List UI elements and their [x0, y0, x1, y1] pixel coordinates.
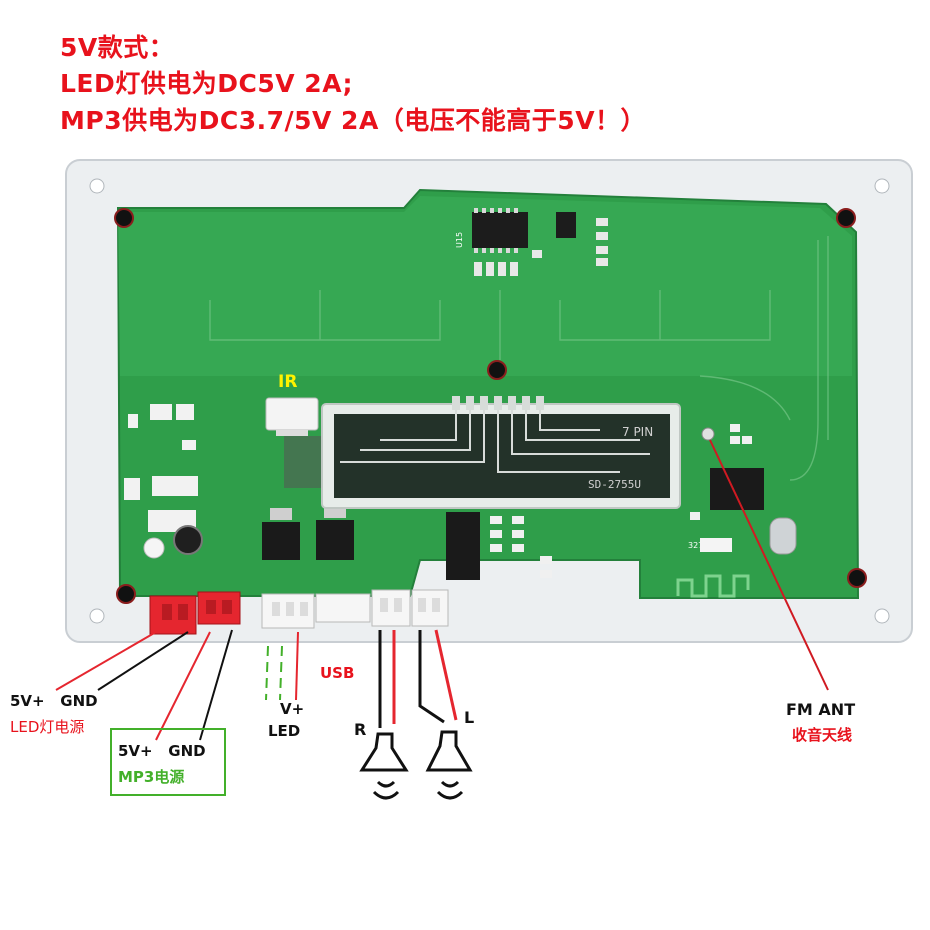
- label-display-code: SD-2755U: [588, 478, 641, 491]
- speaker-r-connector: [371, 589, 411, 627]
- mount-hole: [89, 178, 105, 194]
- led-power-connector: [149, 595, 197, 635]
- crystal: [769, 517, 797, 555]
- led-power-pins: 5V+ GND: [10, 692, 98, 710]
- fm-chip: [710, 468, 764, 510]
- fm-ant-caption: 收音天线: [792, 726, 853, 744]
- standoff-screws: [114, 208, 867, 604]
- amp-chip: [446, 512, 480, 580]
- speaker-r: [359, 732, 409, 800]
- speaker-l-connector: [411, 589, 449, 627]
- regulator: [262, 522, 300, 560]
- mount-hole: [874, 178, 890, 194]
- speaker-r-label: R: [354, 720, 367, 739]
- usb-connector: [315, 593, 371, 623]
- mount-hole: [89, 608, 105, 624]
- label-ir: IR: [278, 372, 298, 392]
- mp3-power-pins: 5V+ GND: [118, 742, 206, 760]
- regulator: [316, 520, 354, 560]
- led-vplus-label: V+: [280, 700, 305, 718]
- mp3-power-connector: [197, 591, 241, 625]
- header-line-2: LED灯供电为DC5V 2A;: [60, 69, 354, 98]
- usb-label: USB: [320, 664, 355, 682]
- bt-antenna: [676, 574, 750, 598]
- chip-u15: [472, 212, 528, 248]
- label-u15: U15: [455, 232, 464, 248]
- fm-antenna-pad: [701, 427, 715, 441]
- fm-ant-title: FM ANT: [786, 700, 856, 719]
- mp3-power-box: [110, 728, 226, 796]
- speaker-l: [425, 730, 473, 800]
- capacitor: [173, 525, 203, 555]
- annotation-lines: [55, 439, 829, 741]
- mp3-power-caption: MP3电源: [118, 768, 185, 786]
- header-line-1: 5V款式：: [60, 33, 175, 62]
- led-power-caption: LED灯电源: [10, 718, 85, 736]
- header-line-3: MP3供电为DC3.7/5V 2A（电压不能高于5V！）: [60, 106, 647, 135]
- mount-hole: [874, 608, 890, 624]
- speaker-l-label: L: [464, 708, 475, 727]
- ir-connector: [265, 397, 319, 431]
- led-caption: LED: [268, 722, 301, 740]
- label-pin: 7 PIN: [622, 425, 653, 439]
